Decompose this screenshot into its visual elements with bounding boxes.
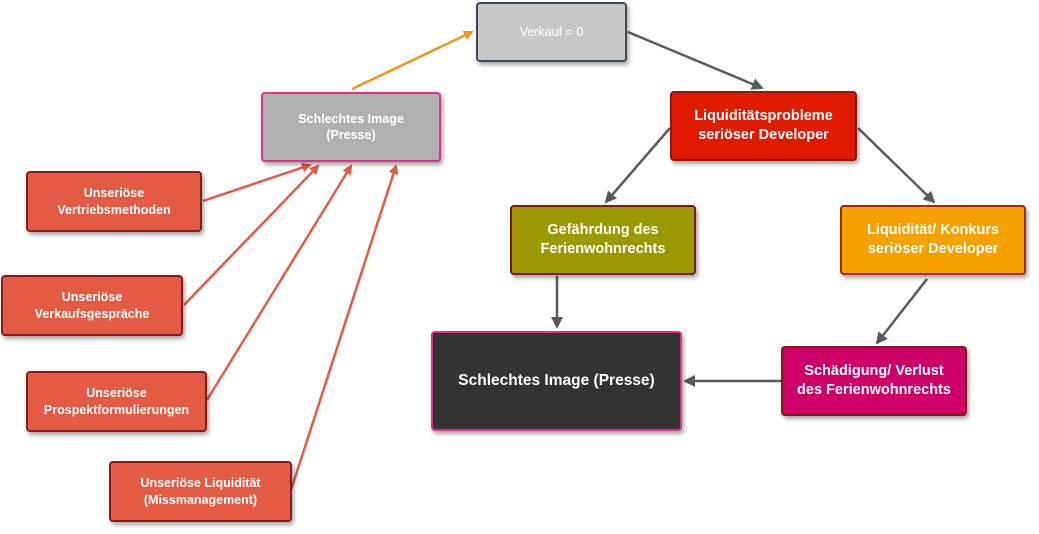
edge-vertrieb-to-image	[202, 162, 312, 203]
node-gefaehrdung: Gefährdung des Ferienwohnrechts	[510, 205, 696, 275]
edge-image-to-verkauf	[351, 30, 474, 91]
node-liquiditaet-label: Unseriöse Liquidität (Missmanagement)	[140, 476, 261, 507]
node-unserioese-verkaufsgespraeche: Unseriöse Verkaufsgespräche	[1, 275, 183, 336]
node-schlechtes-image-bottom-label: Schlechtes Image (Presse)	[458, 371, 655, 389]
node-schlechtes-image-top: Schlechtes Image (Presse)	[261, 92, 441, 162]
edge-liquiditaetsprobleme-to-konkurs	[857, 127, 936, 204]
node-konkurs-label: Liquidität/ Konkurs seriöser Developer	[866, 222, 1000, 257]
edge-verkaufsgespraeche-to-image	[183, 164, 320, 306]
node-verkauf: Verkauf = 0	[476, 2, 627, 62]
node-gefaehrdung-label: Gefährdung des Ferienwohnrechts	[540, 222, 666, 257]
node-liquiditaetsprobleme-label: Liquiditätsprobleme seriöser Developer	[694, 108, 833, 143]
node-unserioese-liquiditaet: Unseriöse Liquidität (Missmanagement)	[109, 461, 292, 522]
node-unserioese-prospektformulierungen: Unseriöse Prospektformulierungen	[26, 371, 207, 432]
node-konkurs: Liquidität/ Konkurs seriöser Developer	[840, 205, 1026, 275]
node-verkauf-label: Verkauf = 0	[519, 24, 584, 39]
edge-prospekt-to-image	[205, 164, 353, 401]
node-liquiditaetsprobleme: Liquiditätsprobleme seriöser Developer	[670, 91, 857, 161]
edge-konkurs-to-schaedigung	[875, 278, 928, 345]
node-schlechtes-image-bottom: Schlechtes Image (Presse)	[431, 331, 682, 431]
node-unserioese-vertriebsmethoden: Unseriöse Vertriebsmethoden	[26, 171, 202, 232]
edge-verkauf-to-liquiditaetsprobleme	[627, 30, 764, 90]
edge-liquiditaetsprobleme-to-gefaehrdung	[604, 127, 671, 204]
node-vertrieb-label: Unseriöse Vertriebsmethoden	[57, 186, 171, 217]
node-schaedigung-label: Schädigung/ Verlust des Ferienwohnrechts	[797, 363, 951, 398]
edge-liquiditaet-to-image	[289, 164, 399, 491]
node-schaedigung: Schädigung/ Verlust des Ferienwohnrechts	[781, 346, 967, 416]
node-prospekt-label: Unseriöse Prospektformulierungen	[43, 386, 190, 417]
node-verkaufsgespraeche-label: Unseriöse Verkaufsgespräche	[34, 290, 150, 321]
node-schlechtes-image-top-label: Schlechtes Image (Presse)	[298, 111, 404, 142]
